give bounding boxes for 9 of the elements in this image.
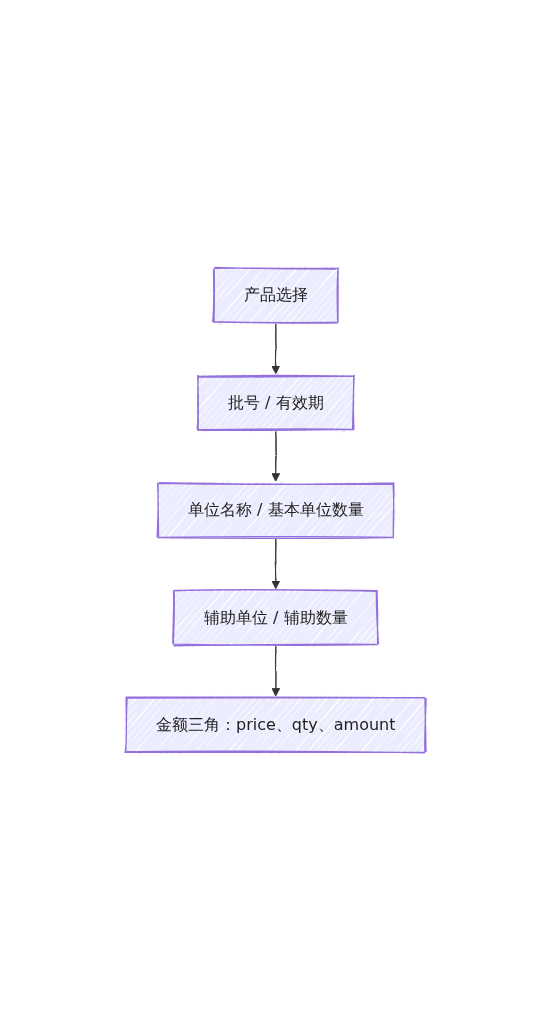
- arrow: [271, 645, 281, 697]
- arrow: [271, 430, 280, 482]
- arrow: [271, 322, 280, 374]
- node-text: 金额三角：price、qty、amount: [155, 714, 396, 734]
- node-text: 单位名称 / 基本单位数量: [187, 499, 364, 519]
- node-text: 辅助单位 / 辅助数量: [203, 607, 348, 627]
- node-text: 批号 / 有效期: [227, 392, 324, 412]
- arrow: [271, 537, 280, 589]
- node-text: 产品选择: [243, 284, 308, 304]
